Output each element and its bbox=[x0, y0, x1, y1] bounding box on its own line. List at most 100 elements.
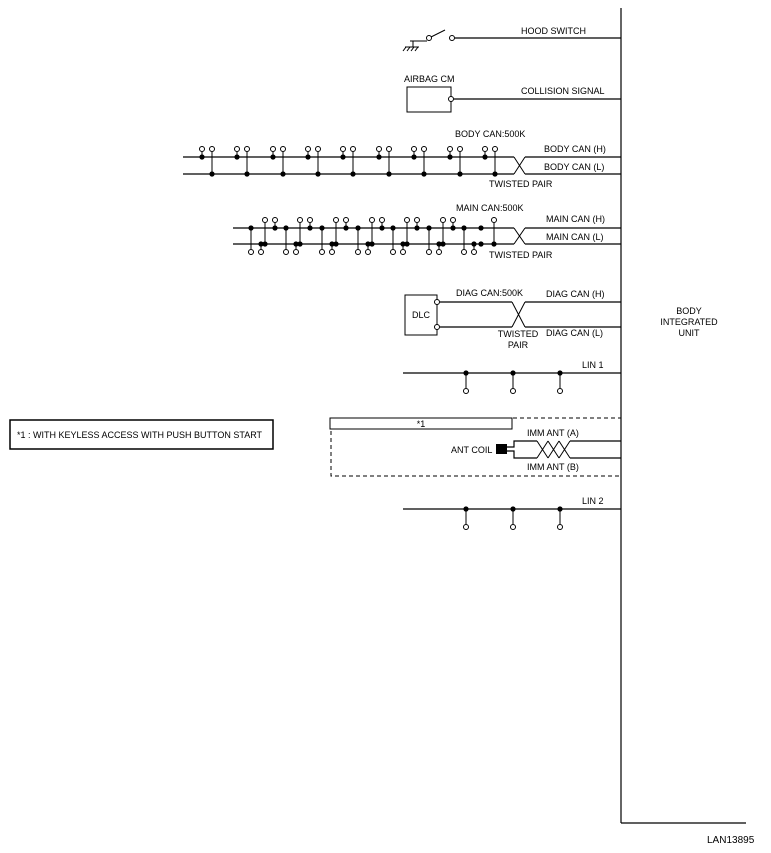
main-node-junction bbox=[343, 225, 349, 231]
main-node-terminal bbox=[307, 217, 313, 223]
main-node-junction bbox=[369, 241, 375, 247]
main-can-l-label: MAIN CAN (L) bbox=[546, 232, 604, 242]
body-node-h-junction bbox=[270, 154, 276, 160]
body-node-h-terminal bbox=[234, 146, 240, 152]
option-ref-label: *1 bbox=[417, 419, 426, 429]
body-can-h-label: BODY CAN (H) bbox=[544, 144, 606, 154]
lin-branch-terminal bbox=[510, 524, 516, 530]
main-node-junction bbox=[355, 225, 361, 231]
lin-branch-junction bbox=[557, 370, 563, 376]
body-node-h-terminal bbox=[411, 146, 417, 152]
lin2-nodes bbox=[463, 506, 563, 530]
main-node-terminal bbox=[450, 217, 456, 223]
main-node-junction bbox=[307, 225, 313, 231]
main-node-terminal bbox=[319, 249, 325, 255]
hood-switch-label: HOOD SWITCH bbox=[521, 26, 586, 36]
main-can-nodes bbox=[248, 217, 497, 255]
body-node-l-terminal bbox=[386, 146, 392, 152]
body-node-h-junction bbox=[199, 154, 205, 160]
main-node-junction bbox=[491, 241, 497, 247]
main-node-junction bbox=[414, 225, 420, 231]
body-node-l-junction bbox=[421, 171, 427, 177]
figure-code: LAN13895 bbox=[707, 835, 755, 846]
body-node-h-terminal bbox=[447, 146, 453, 152]
body-can-twisted-label: TWISTED PAIR bbox=[489, 179, 553, 189]
body-node-l-terminal bbox=[209, 146, 215, 152]
main-node-junction bbox=[478, 225, 484, 231]
main-node-terminal bbox=[333, 217, 339, 223]
main-node-junction bbox=[258, 241, 264, 247]
body-node-l-junction bbox=[209, 171, 215, 177]
body-node-l-junction bbox=[350, 171, 356, 177]
body-node-l-junction bbox=[492, 171, 498, 177]
main-node-junction bbox=[248, 225, 254, 231]
main-node-junction bbox=[329, 241, 335, 247]
main-node-junction bbox=[319, 225, 325, 231]
main-can-h-label: MAIN CAN (H) bbox=[546, 214, 605, 224]
dlc-box bbox=[404, 294, 438, 336]
lin-branch-terminal bbox=[463, 524, 469, 530]
body-node-h-terminal bbox=[270, 146, 276, 152]
airbag-cm-box bbox=[406, 86, 452, 113]
main-node-junction bbox=[400, 241, 406, 247]
main-node-junction bbox=[365, 241, 371, 247]
main-node-terminal bbox=[414, 217, 420, 223]
main-node-junction bbox=[404, 241, 410, 247]
note-box bbox=[9, 419, 274, 450]
main-node-terminal bbox=[440, 217, 446, 223]
diag-can-twist bbox=[511, 301, 526, 328]
main-node-junction bbox=[379, 225, 385, 231]
imm-ant-twist bbox=[536, 440, 571, 459]
main-node-terminal bbox=[272, 217, 278, 223]
imm-ant-b-label: IMM ANT (B) bbox=[527, 462, 579, 472]
option-dashed-frame bbox=[330, 417, 622, 477]
body-can-l-label: BODY CAN (L) bbox=[544, 162, 604, 172]
lin-branch-terminal bbox=[463, 388, 469, 394]
main-node-junction bbox=[262, 241, 268, 247]
main-node-terminal bbox=[248, 249, 254, 255]
main-node-junction bbox=[272, 225, 278, 231]
body-node-l-junction bbox=[457, 171, 463, 177]
imm-ant-b-wire bbox=[507, 450, 537, 459]
main-node-junction bbox=[471, 241, 477, 247]
dlc-label: DLC bbox=[412, 310, 431, 320]
diag-can-title: DIAG CAN:500K bbox=[456, 288, 523, 298]
imm-ant-a-label: IMM ANT (A) bbox=[527, 428, 579, 438]
main-node-terminal bbox=[390, 249, 396, 255]
lin-branch-terminal bbox=[557, 388, 563, 394]
unit-label-3: UNIT bbox=[679, 328, 700, 338]
body-node-h-junction bbox=[482, 154, 488, 160]
body-node-l-junction bbox=[315, 171, 321, 177]
unit-label-2: INTEGRATED bbox=[660, 317, 718, 327]
main-node-junction bbox=[450, 225, 456, 231]
airbag-cm-label: AIRBAG CM bbox=[404, 74, 455, 84]
body-node-l-junction bbox=[386, 171, 392, 177]
body-node-l-terminal bbox=[244, 146, 250, 152]
lin1-nodes bbox=[463, 370, 563, 394]
body-node-h-junction bbox=[234, 154, 240, 160]
diag-can-l-label: DIAG CAN (L) bbox=[546, 328, 603, 338]
lin-branch-terminal bbox=[510, 388, 516, 394]
lin-branch-junction bbox=[557, 506, 563, 512]
dlc-h-terminal bbox=[434, 299, 440, 305]
main-node-terminal bbox=[355, 249, 361, 255]
body-node-l-terminal bbox=[280, 146, 286, 152]
main-can-twisted-label: TWISTED PAIR bbox=[489, 250, 553, 260]
diag-can-h-label: DIAG CAN (H) bbox=[546, 289, 605, 299]
body-node-h-terminal bbox=[305, 146, 311, 152]
body-node-h-terminal bbox=[340, 146, 346, 152]
lin-branch-junction bbox=[463, 370, 469, 376]
diag-twisted-label-1: TWISTED bbox=[498, 329, 539, 339]
main-node-terminal bbox=[293, 249, 299, 255]
main-node-junction bbox=[440, 241, 446, 247]
body-node-l-terminal bbox=[350, 146, 356, 152]
ant-coil-symbol bbox=[496, 444, 507, 454]
main-node-terminal bbox=[297, 217, 303, 223]
lin-branch-junction bbox=[510, 370, 516, 376]
body-node-l-junction bbox=[244, 171, 250, 177]
body-can-nodes bbox=[199, 146, 498, 177]
main-node-junction bbox=[293, 241, 299, 247]
main-can-title: MAIN CAN:500K bbox=[456, 203, 524, 213]
